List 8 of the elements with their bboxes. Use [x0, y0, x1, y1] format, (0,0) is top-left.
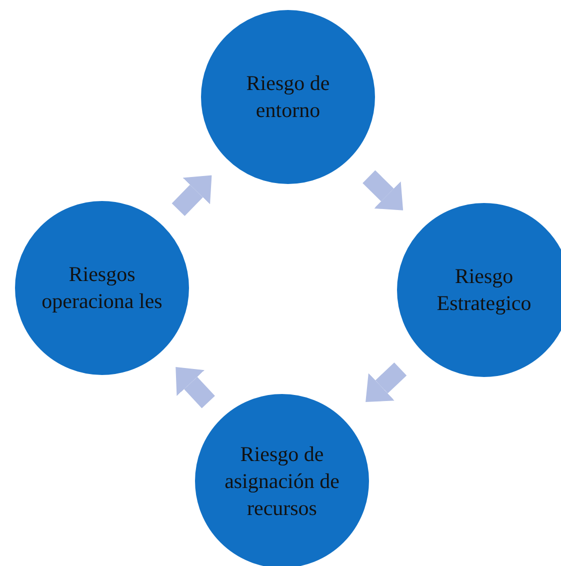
arrow [176, 366, 215, 408]
node-label: Riesgo de entorno [245, 70, 331, 124]
node-label: Riesgos operaciona les [40, 261, 164, 315]
arrow [366, 362, 407, 402]
node-label: Riesgo Estrategico [436, 263, 532, 317]
arrow [172, 175, 212, 216]
node-label: Riesgo de asignación de recursos [224, 440, 340, 522]
arrow [362, 170, 404, 210]
